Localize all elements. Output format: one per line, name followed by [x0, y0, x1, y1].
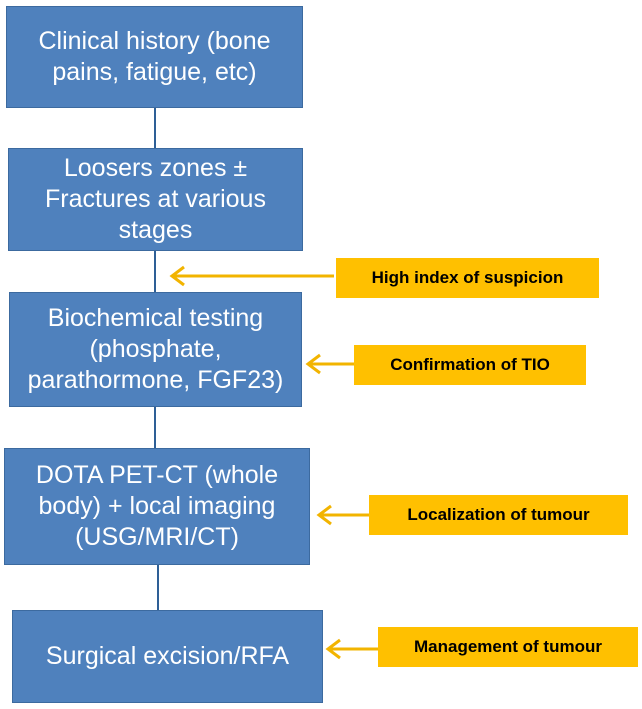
- note-localization-of-tumour-label: Localization of tumour: [407, 505, 590, 524]
- note-confirmation-of-tio-label: Confirmation of TIO: [390, 355, 550, 374]
- note-management-of-tumour: Management of tumour: [378, 627, 638, 667]
- step-dota-pet-ct: DOTA PET-CT (whole body) + local imaging…: [4, 448, 310, 565]
- step-loosers-zones: Loosers zones ± Fractures at various sta…: [8, 148, 303, 251]
- note-management-of-tumour-label: Management of tumour: [414, 637, 602, 656]
- note-localization-of-tumour: Localization of tumour: [369, 495, 628, 535]
- arrow-high-index-of-suspicion: [169, 265, 334, 287]
- connector-1-2: [154, 108, 156, 148]
- step-surgical-excision-label: Surgical excision/RFA: [45, 642, 290, 670]
- step-biochemical-testing-label: Biochemical testing (phosphate, parathor…: [27, 304, 284, 394]
- note-confirmation-of-tio: Confirmation of TIO: [354, 345, 586, 385]
- step-clinical-history-label: Clinical history (bone pains, fatigue, e…: [38, 27, 271, 86]
- step-surgical-excision: Surgical excision/RFA: [12, 610, 323, 703]
- note-high-index-of-suspicion-label: High index of suspicion: [371, 268, 564, 287]
- arrow-localization-of-tumour: [316, 504, 369, 526]
- step-dota-pet-ct-label: DOTA PET-CT (whole body) + local imaging…: [35, 461, 279, 551]
- step-clinical-history: Clinical history (bone pains, fatigue, e…: [6, 6, 303, 108]
- connector-4-5: [157, 565, 159, 610]
- connector-2-3: [154, 251, 156, 292]
- note-high-index-of-suspicion: High index of suspicion: [336, 258, 599, 298]
- arrow-confirmation-of-tio: [305, 353, 354, 375]
- connector-3-4: [154, 407, 156, 448]
- arrow-management-of-tumour: [325, 638, 378, 660]
- step-loosers-zones-label: Loosers zones ± Fractures at various sta…: [45, 154, 266, 244]
- step-biochemical-testing: Biochemical testing (phosphate, parathor…: [9, 292, 302, 407]
